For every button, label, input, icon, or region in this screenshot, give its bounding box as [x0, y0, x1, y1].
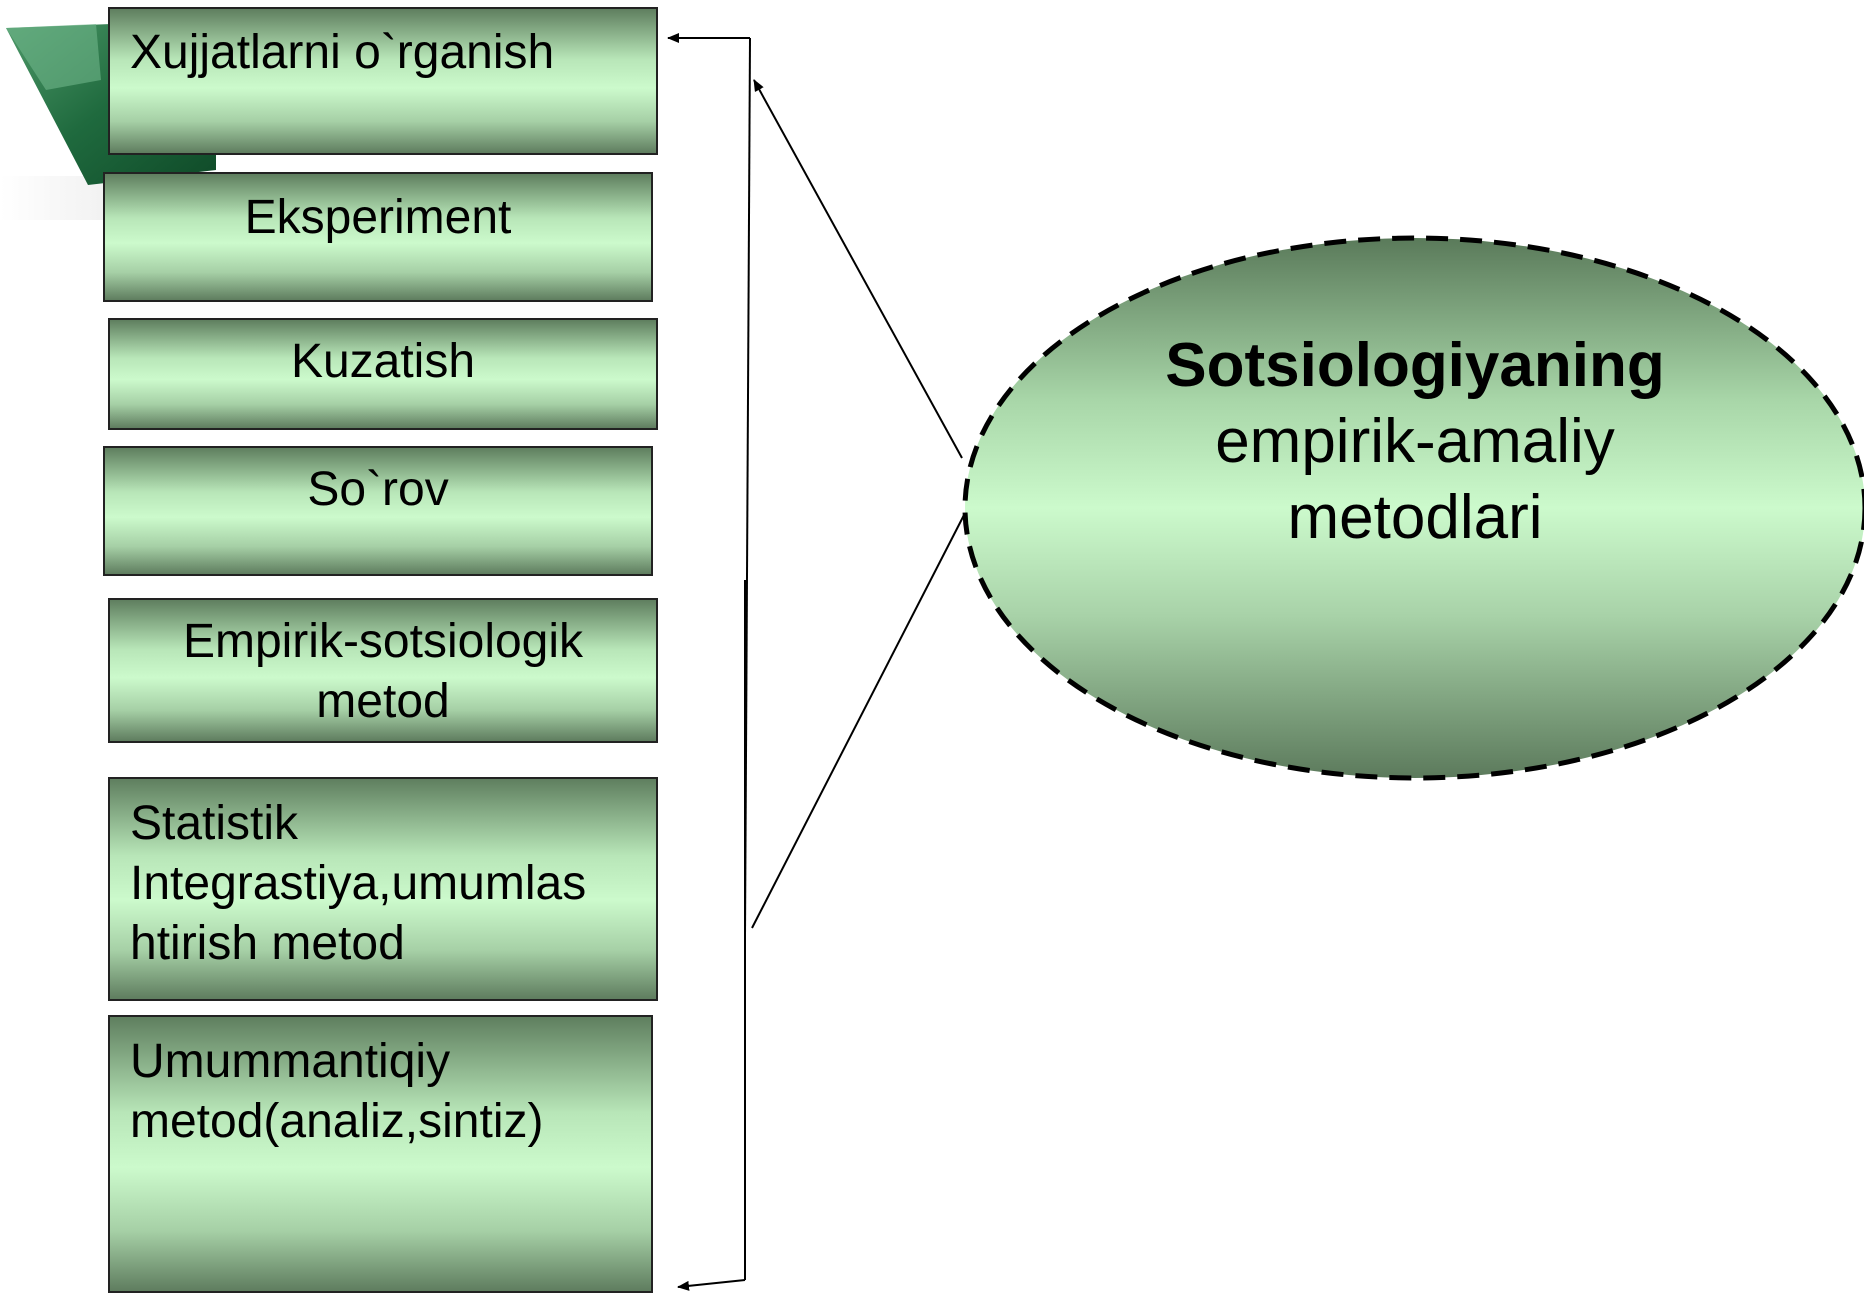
method-box-observation: Kuzatish: [108, 318, 658, 430]
box-label-line: So`rov: [307, 463, 449, 516]
box-label-line: Eksperiment: [244, 191, 512, 244]
box-label-line: Empirik-sotsiologik: [182, 615, 584, 668]
arrow-from-ellipse-upper: [753, 79, 963, 459]
box-label-line: htirish metod: [130, 917, 405, 970]
arrow-to-last-box: [677, 1279, 746, 1291]
method-box-statistical: Statistik Integrastiya,umumlas htirish m…: [108, 777, 658, 1001]
method-box-empirical-sociological: Empirik-sotsiologik metod: [108, 598, 658, 743]
box-label-line: Xujjatlarni o`rganish: [130, 26, 555, 79]
method-ellipse: [962, 235, 1864, 781]
ellipse-title: Sotsiologiyaning: [1165, 331, 1665, 400]
ellipse-line-3: metodlari: [1287, 483, 1543, 552]
ellipse-line-2: empirik-amaliy: [1215, 407, 1615, 476]
box-label-line: metod: [316, 675, 450, 728]
method-box-document-study: Xujjatlarni o`rganish: [108, 7, 658, 155]
box-label-line: Umummantiqiy: [130, 1035, 451, 1088]
method-box-experiment: Eksperiment: [103, 172, 653, 302]
box-label-line: Kuzatish: [290, 335, 476, 388]
line-from-ellipse-lower: [751, 514, 965, 929]
method-box-general-logical: Umummantiqiy metod(analiz,sintiz): [108, 1015, 653, 1293]
box-label-line: metod(analiz,sintiz): [130, 1095, 544, 1148]
ellipse-label: Sotsiologiyaning empirik-amaliy metodlar…: [960, 328, 1864, 556]
box-label-line: Integrastiya,umumlas: [130, 857, 587, 910]
box-label-line: Statistik: [130, 797, 299, 850]
method-box-survey: So`rov: [103, 446, 653, 576]
